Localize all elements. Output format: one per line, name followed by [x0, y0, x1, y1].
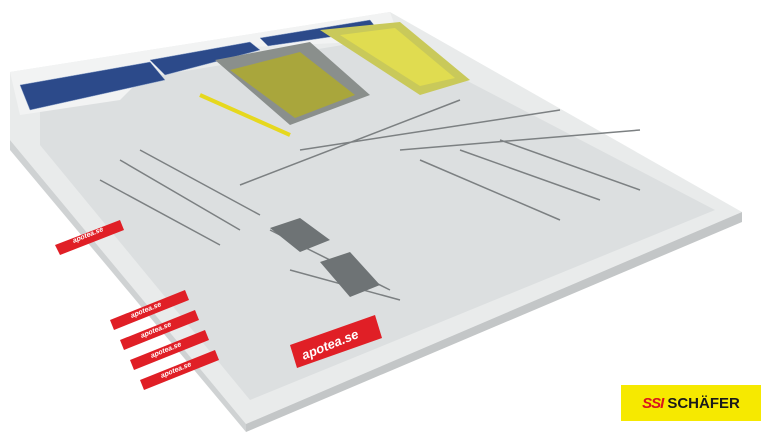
floor-side-left: [10, 140, 246, 432]
logo-name: SCHÄFER: [667, 394, 740, 412]
solar-panels: [19, 19, 379, 111]
floor-banner: [290, 315, 382, 368]
storage-racks: [199, 22, 470, 137]
inner-floor: [40, 38, 715, 400]
ssi-schaefer-logo: SSI SCHÄFER: [621, 385, 761, 421]
trucks: [55, 220, 219, 390]
floor-side-right: [246, 212, 742, 432]
logo-mark: SSI: [642, 394, 664, 412]
machines: [270, 218, 380, 297]
